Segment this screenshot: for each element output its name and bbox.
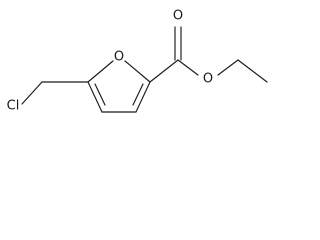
bond-c4-c5-inner xyxy=(94,83,106,106)
bonds xyxy=(21,26,268,113)
bond-c2-carbonyl-carbon xyxy=(149,59,179,83)
bond-cl-ch2 xyxy=(21,81,43,105)
bond-carbonyl-carbon-ester-oxygen xyxy=(177,59,199,76)
bond-c2-c3 xyxy=(135,81,151,113)
bond-c2-c3-inner xyxy=(132,83,144,106)
bond-c4-c5 xyxy=(87,81,103,113)
bond-ester-oxygen-ch2 xyxy=(217,59,239,76)
ester-oxygen-label: O xyxy=(203,72,213,87)
bond-o1-c2 xyxy=(124,60,151,83)
chlorine-label: Cl xyxy=(7,99,20,114)
chemical-structure-figure: O O O Cl xyxy=(0,0,284,122)
molecule-drawing: O O O Cl xyxy=(7,9,268,114)
carbonyl-oxygen-label: O xyxy=(173,9,183,24)
atom-labels: O O O Cl xyxy=(7,9,213,114)
ring-oxygen-label: O xyxy=(114,50,124,65)
bond-ethyl-ch2-ch3 xyxy=(237,59,268,83)
bond-c5-o1 xyxy=(87,60,114,83)
